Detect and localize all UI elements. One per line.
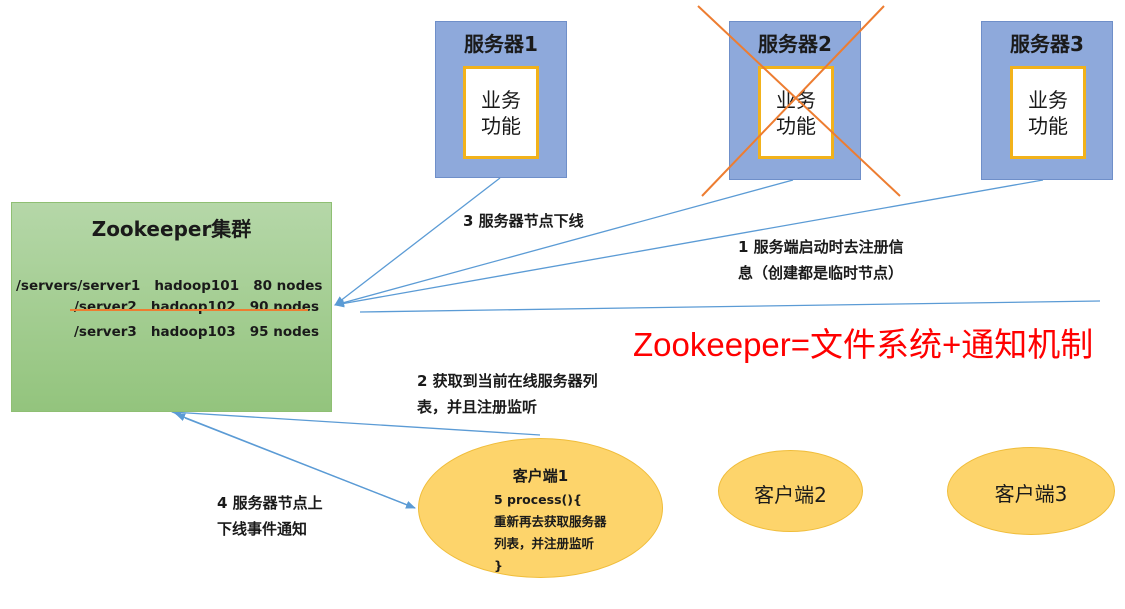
zookeeper-title: Zookeeper集群 — [91, 217, 252, 241]
client-3-label: 客户端3 — [994, 482, 1068, 506]
step-1-label: 1 服务端启动时去注册信 息（创建都是临时节点） — [738, 238, 904, 282]
zk-node-server2-strike — [70, 309, 308, 311]
step-2-label: 2 获取到当前在线服务器列 表，并且注册监听 — [417, 372, 598, 416]
client-1-code-line: 重新再去获取服务器 — [494, 514, 607, 529]
server-2-title: 服务器2 — [758, 32, 832, 56]
step-3-label: 3 服务器节点下线 — [463, 212, 584, 230]
client-2-label: 客户端2 — [754, 483, 827, 507]
server-1: 服务器1 业务 功能 — [435, 21, 567, 178]
zk-node-server3: /server3 hadoop103 95 nodes — [74, 324, 319, 340]
server-3-business-box: 业务 功能 — [1010, 66, 1086, 159]
arrow-server1-to-zookeeper — [334, 177, 501, 306]
client-2: 客户端2 — [718, 450, 863, 532]
server-1-business-box: 业务 功能 — [463, 66, 539, 159]
server-3-title: 服务器3 — [1010, 32, 1084, 56]
client-1-code-line: } — [494, 558, 503, 573]
client-1-code-line: 列表，并注册监听 — [494, 536, 595, 551]
arrow-client1-to-zookeeper — [171, 408, 541, 436]
zk-node-server2: /server2 hadoop102 90 nodes — [74, 299, 319, 315]
arrow-server2-to-zookeeper — [334, 179, 794, 307]
line-zookeeper-right — [359, 300, 1101, 313]
client-1-code: 5 process(){ 重新再去获取服务器 列表，并注册监听 } — [494, 489, 607, 577]
arrow-zookeeper-notify-start — [175, 413, 416, 509]
server-1-title: 服务器1 — [464, 32, 538, 56]
step-4-label: 4 服务器节点上 下线事件通知 — [217, 494, 323, 538]
zk-node-server1: /servers/server1 hadoop101 80 nodes — [16, 278, 323, 294]
arrow-server3-to-zookeeper — [334, 179, 1044, 308]
zookeeper-cluster: Zookeeper集群 /servers/server1 hadoop101 8… — [11, 202, 332, 412]
client-3: 客户端3 — [947, 447, 1115, 535]
formula-text: Zookeeper=文件系统+通知机制 — [633, 326, 1094, 363]
server-3: 服务器3 业务 功能 — [981, 21, 1113, 180]
client-1: 客户端1 5 process(){ 重新再去获取服务器 列表，并注册监听 } — [418, 438, 663, 578]
client-1-code-line: 5 process(){ — [494, 492, 582, 507]
client-1-title: 客户端1 — [512, 467, 569, 485]
